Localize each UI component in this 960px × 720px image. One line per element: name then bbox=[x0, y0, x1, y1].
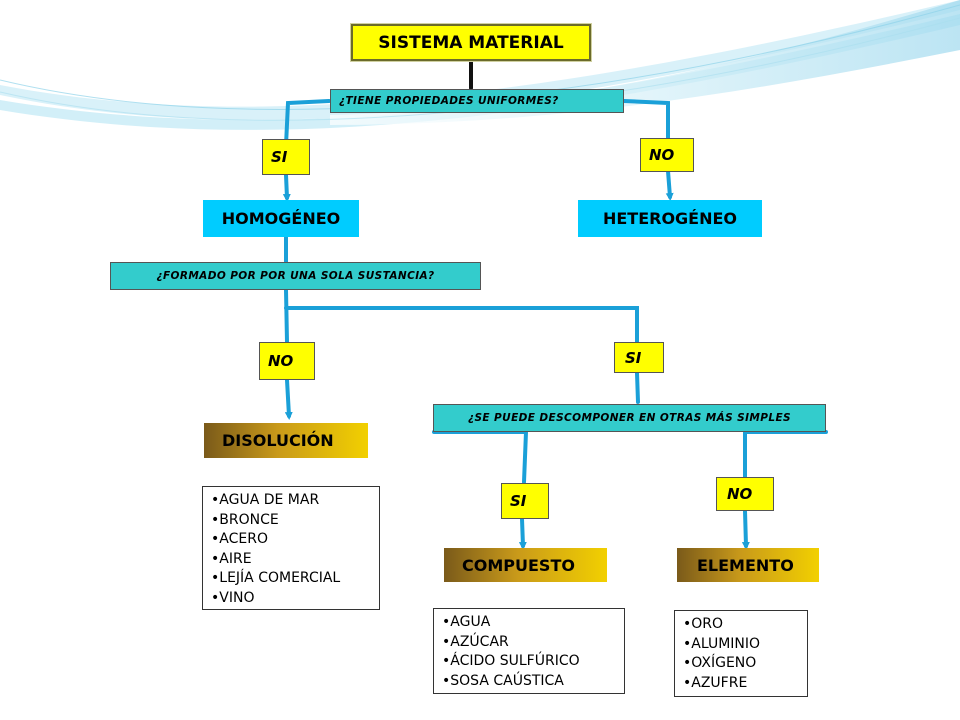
question-single-substance: ¿FORMADO POR POR UNA SOLA SUSTANCIA? bbox=[110, 262, 481, 290]
list-item: AIRE bbox=[211, 550, 379, 570]
list-item: ORO bbox=[683, 615, 807, 635]
list-item: SOSA CAÚSTICA bbox=[442, 672, 624, 692]
list-item: OXÍGENO bbox=[683, 654, 807, 674]
result-homogeneo: HOMOGÉNEO bbox=[203, 200, 359, 237]
examples-compuesto-list: AGUA AZÚCAR ÁCIDO SULFÚRICO SOSA CAÚSTIC… bbox=[433, 608, 625, 694]
list-item: AZUFRE bbox=[683, 674, 807, 694]
result-compuesto: COMPUESTO bbox=[444, 548, 607, 582]
list-item: AZÚCAR bbox=[442, 633, 624, 653]
list-item: AGUA DE MAR bbox=[211, 491, 379, 511]
list-item: LEJÍA COMERCIAL bbox=[211, 569, 379, 589]
examples-disolucion-list: AGUA DE MAR BRONCE ACERO AIRE LEJÍA COME… bbox=[202, 486, 380, 610]
question-decompose: ¿SE PUEDE DESCOMPONER EN OTRAS MÁS SIMPL… bbox=[433, 404, 826, 432]
result-heterogeneo: HETEROGÉNEO bbox=[578, 200, 762, 237]
answer-q2-no: NO bbox=[259, 342, 315, 380]
answer-q3-no: NO bbox=[716, 477, 774, 511]
answer-q1-no: NO bbox=[640, 138, 694, 172]
answer-q1-yes: SI bbox=[262, 139, 310, 175]
list-item: ACERO bbox=[211, 530, 379, 550]
diagram-title: SISTEMA MATERIAL bbox=[350, 23, 592, 62]
result-disolucion: DISOLUCIÓN bbox=[204, 423, 368, 458]
question-uniform-properties: ¿TIENE PROPIEDADES UNIFORMES? bbox=[330, 89, 624, 113]
answer-q2-yes: SI bbox=[614, 342, 664, 373]
result-elemento: ELEMENTO bbox=[677, 548, 819, 582]
list-item: ALUMINIO bbox=[683, 635, 807, 655]
answer-q3-yes: SI bbox=[501, 483, 549, 519]
examples-elemento-list: ORO ALUMINIO OXÍGENO AZUFRE bbox=[674, 610, 808, 697]
list-item: VINO bbox=[211, 589, 379, 609]
list-item: AGUA bbox=[442, 613, 624, 633]
list-item: ÁCIDO SULFÚRICO bbox=[442, 652, 624, 672]
list-item: BRONCE bbox=[211, 511, 379, 531]
